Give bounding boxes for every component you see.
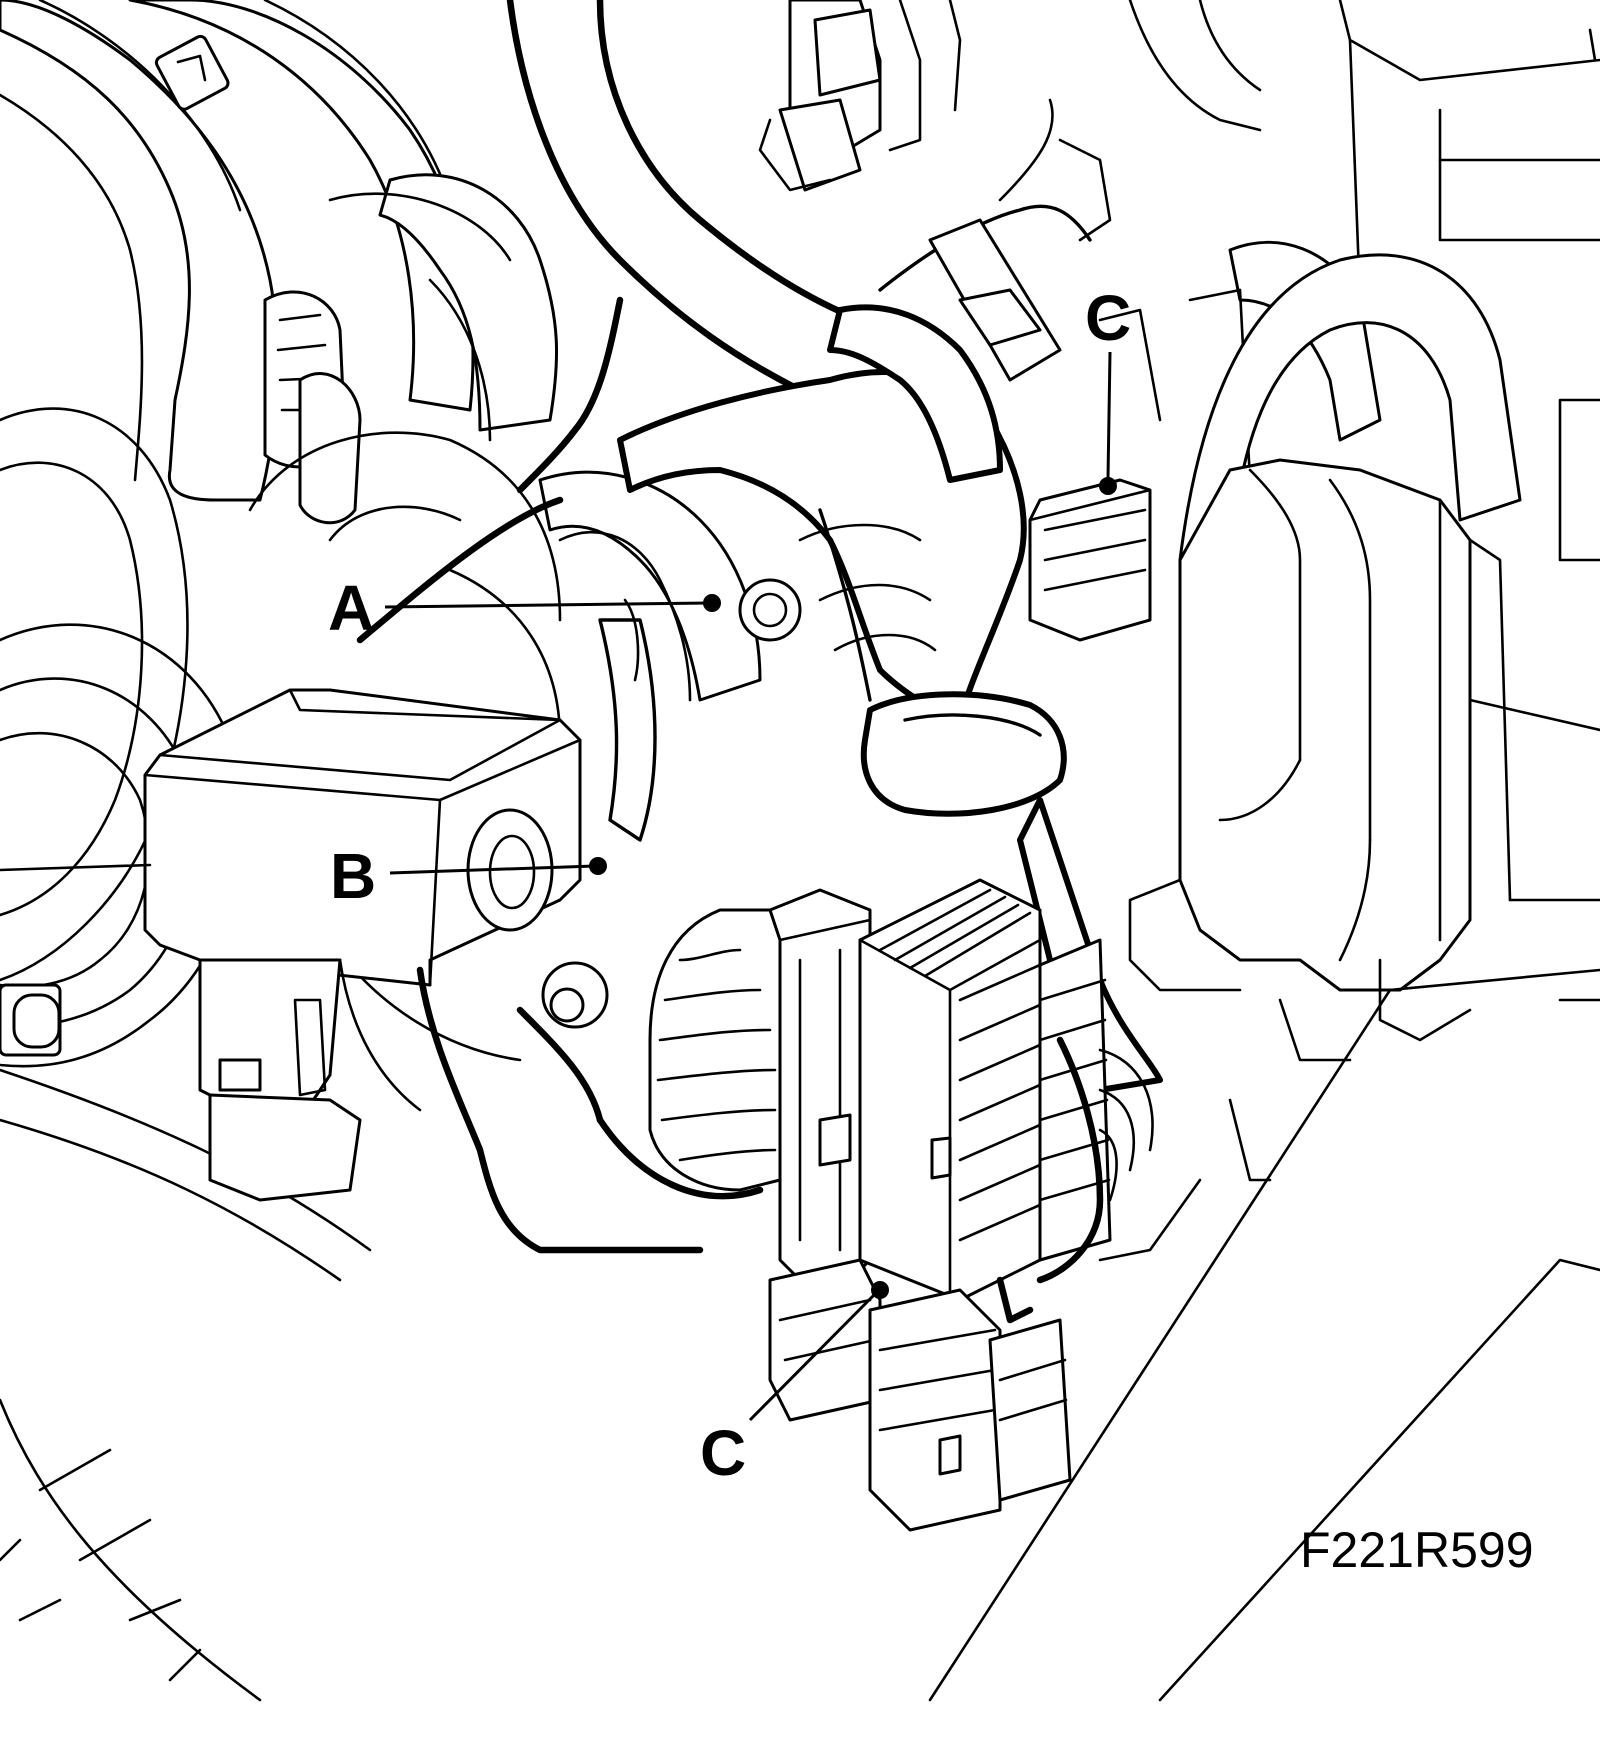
callout-b-marker (589, 857, 607, 875)
air-duct (617, 304, 1163, 1093)
center-hoses (328, 173, 762, 842)
callout-c-upper-marker (1099, 477, 1117, 495)
callout-b-label: B (330, 840, 376, 912)
solenoid-valve (0, 688, 582, 1202)
callout-leaders (384, 351, 1117, 1422)
upper-left-hoses (0, 0, 475, 525)
upper-connector (758, 0, 1152, 642)
callout-c-lower-label: C (700, 1417, 746, 1489)
lower-connectors (768, 1258, 1072, 1532)
ecu-connector-block (648, 878, 1154, 1324)
callout-c-upper-label: C (1085, 282, 1131, 354)
lower-right-panel (928, 968, 1600, 1702)
upper-right-bracket (1098, 0, 1600, 502)
callout-a-label: A (328, 572, 374, 644)
right-housing (1128, 253, 1600, 1062)
callout-c-lower-marker (871, 1281, 889, 1299)
callout-a-marker (703, 594, 721, 612)
alternator-housing (248, 431, 609, 1062)
wiring-harness (356, 0, 864, 1254)
figure-id: F221R599 (1300, 1522, 1534, 1578)
